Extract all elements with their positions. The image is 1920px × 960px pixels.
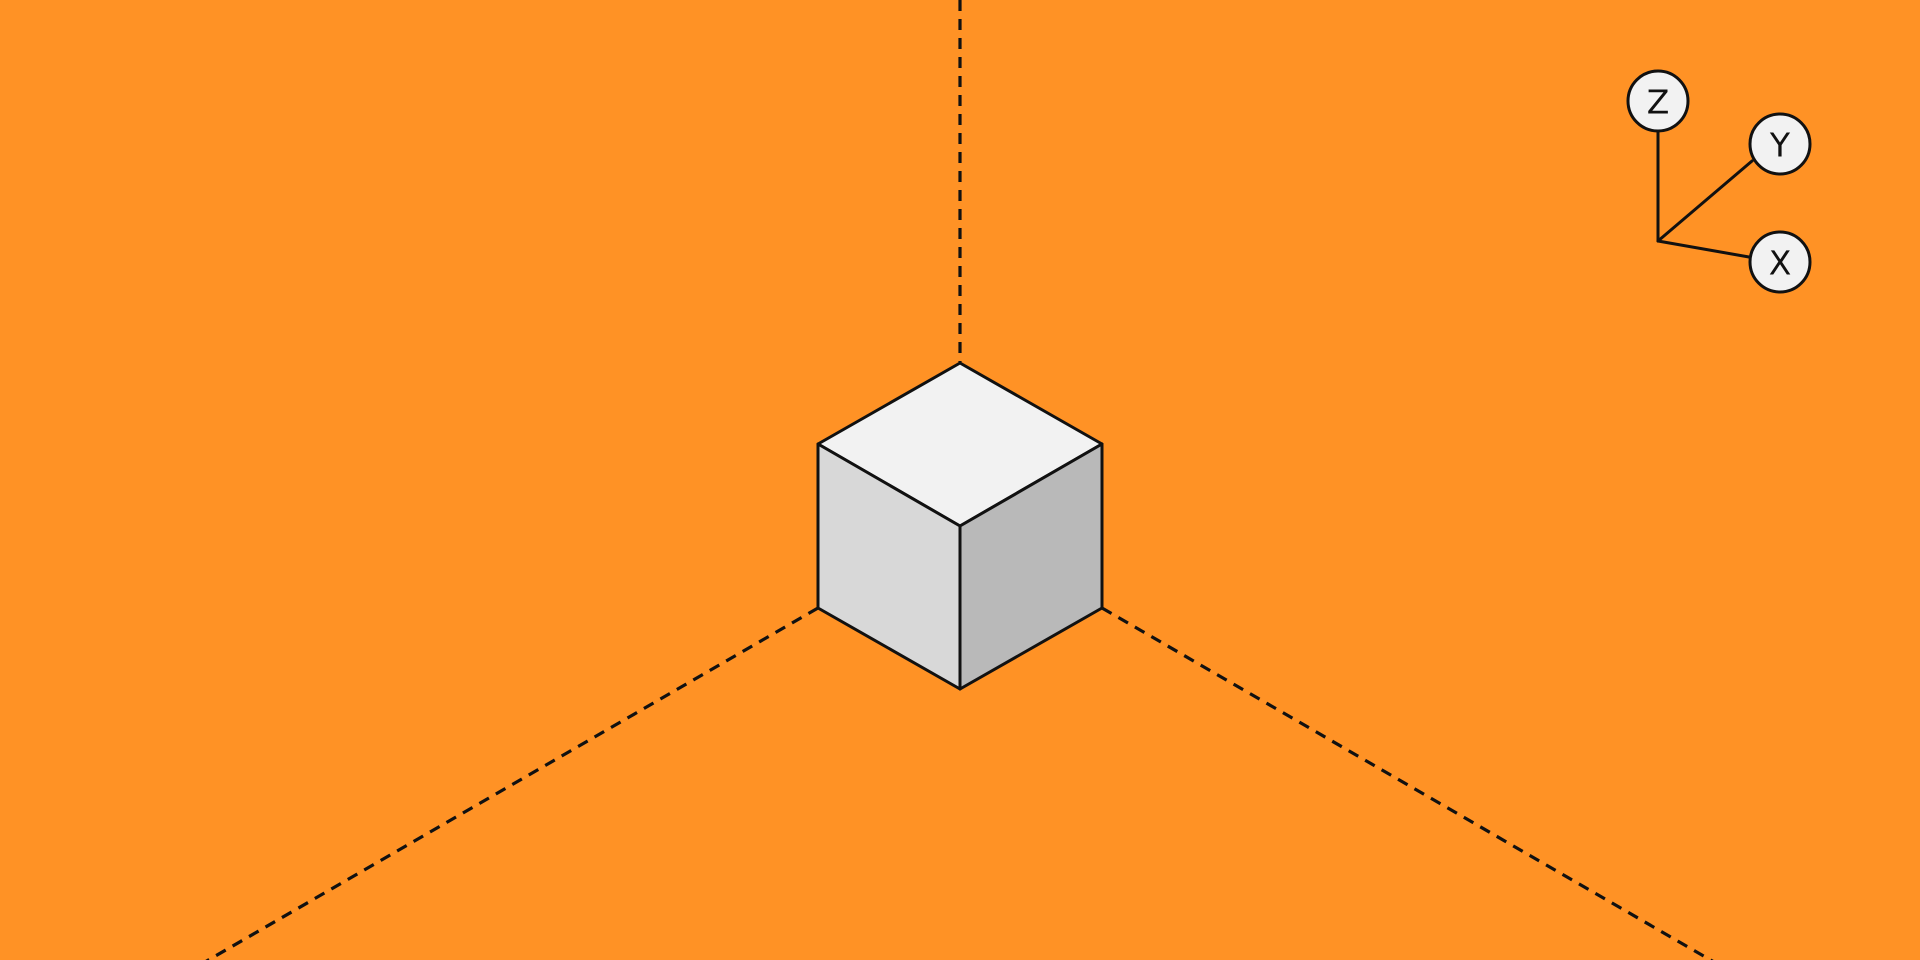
guide-line-lower-right xyxy=(1101,606,1714,960)
gizmo-z-node: Z xyxy=(1626,69,1690,133)
gizmo-y-axis-line xyxy=(1656,159,1754,243)
gizmo-y-label: Y xyxy=(1769,126,1791,165)
cube xyxy=(816,361,1104,691)
guide-lines xyxy=(205,0,1714,960)
gizmo-y-circle xyxy=(1748,112,1812,176)
guide-line-lower-left xyxy=(205,606,819,960)
gizmo-x-circle xyxy=(1748,230,1812,294)
gizmo-x-node: X xyxy=(1748,230,1812,294)
cube-right-face xyxy=(958,442,1104,691)
gizmo-y-node: Y xyxy=(1748,112,1812,176)
gizmo-x-axis-line xyxy=(1656,239,1751,259)
axis-gizmo: Z Y X xyxy=(1626,69,1812,294)
gizmo-z-label: Z xyxy=(1647,83,1670,122)
gizmo-x-label: X xyxy=(1769,244,1792,283)
gizmo-z-circle xyxy=(1626,69,1690,133)
